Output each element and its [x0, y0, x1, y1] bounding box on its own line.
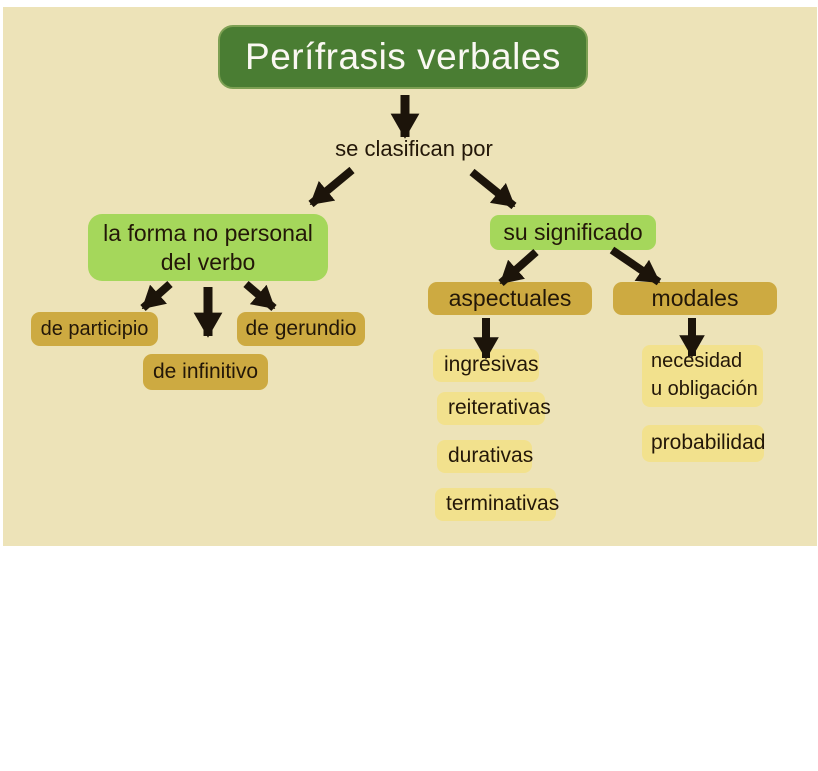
node-ingresivas: ingresivas — [433, 349, 539, 382]
node-de-gerundio: de gerundio — [237, 312, 365, 346]
node-necesidad-u-obligacion: necesidad u obligación — [642, 345, 763, 407]
node-de-infinitivo-label: de infinitivo — [152, 359, 259, 383]
label-se-clasifican-por-text: se clasifican por — [335, 136, 493, 162]
node-durativas-label: durativas — [448, 444, 534, 468]
node-su-significado-label: su significado — [503, 219, 643, 246]
node-forma-no-personal: la forma no personal del verbo — [88, 214, 328, 281]
node-de-participio: de participio — [31, 312, 158, 346]
node-terminativas-label: terminativas — [446, 492, 560, 516]
node-reiterativas: reiterativas — [437, 392, 551, 425]
node-necesidad-u-obligacion-label: necesidad u obligación — [651, 350, 758, 400]
node-de-infinitivo: de infinitivo — [143, 354, 268, 390]
node-terminativas: terminativas — [435, 488, 560, 521]
node-modales-label: modales — [651, 285, 739, 312]
label-se-clasifican-por: se clasifican por — [304, 134, 524, 164]
node-su-significado: su significado — [490, 215, 656, 250]
node-modales: modales — [613, 282, 777, 315]
node-reiterativas-label: reiterativas — [448, 396, 551, 420]
node-forma-no-personal-label: la forma no personal del verbo — [103, 219, 313, 275]
node-perifrasis-verbales: Perífrasis verbales — [218, 25, 588, 89]
node-durativas: durativas — [437, 440, 534, 473]
node-de-gerundio-label: de gerundio — [245, 316, 357, 340]
node-perifrasis-verbales-label: Perífrasis verbales — [245, 35, 561, 77]
node-de-participio-label: de participio — [40, 317, 149, 340]
node-aspectuales-label: aspectuales — [448, 285, 572, 312]
node-probabilidad: probabilidad — [642, 425, 766, 462]
node-ingresivas-label: ingresivas — [444, 353, 539, 377]
node-aspectuales: aspectuales — [428, 282, 592, 315]
node-probabilidad-label: probabilidad — [651, 431, 766, 455]
